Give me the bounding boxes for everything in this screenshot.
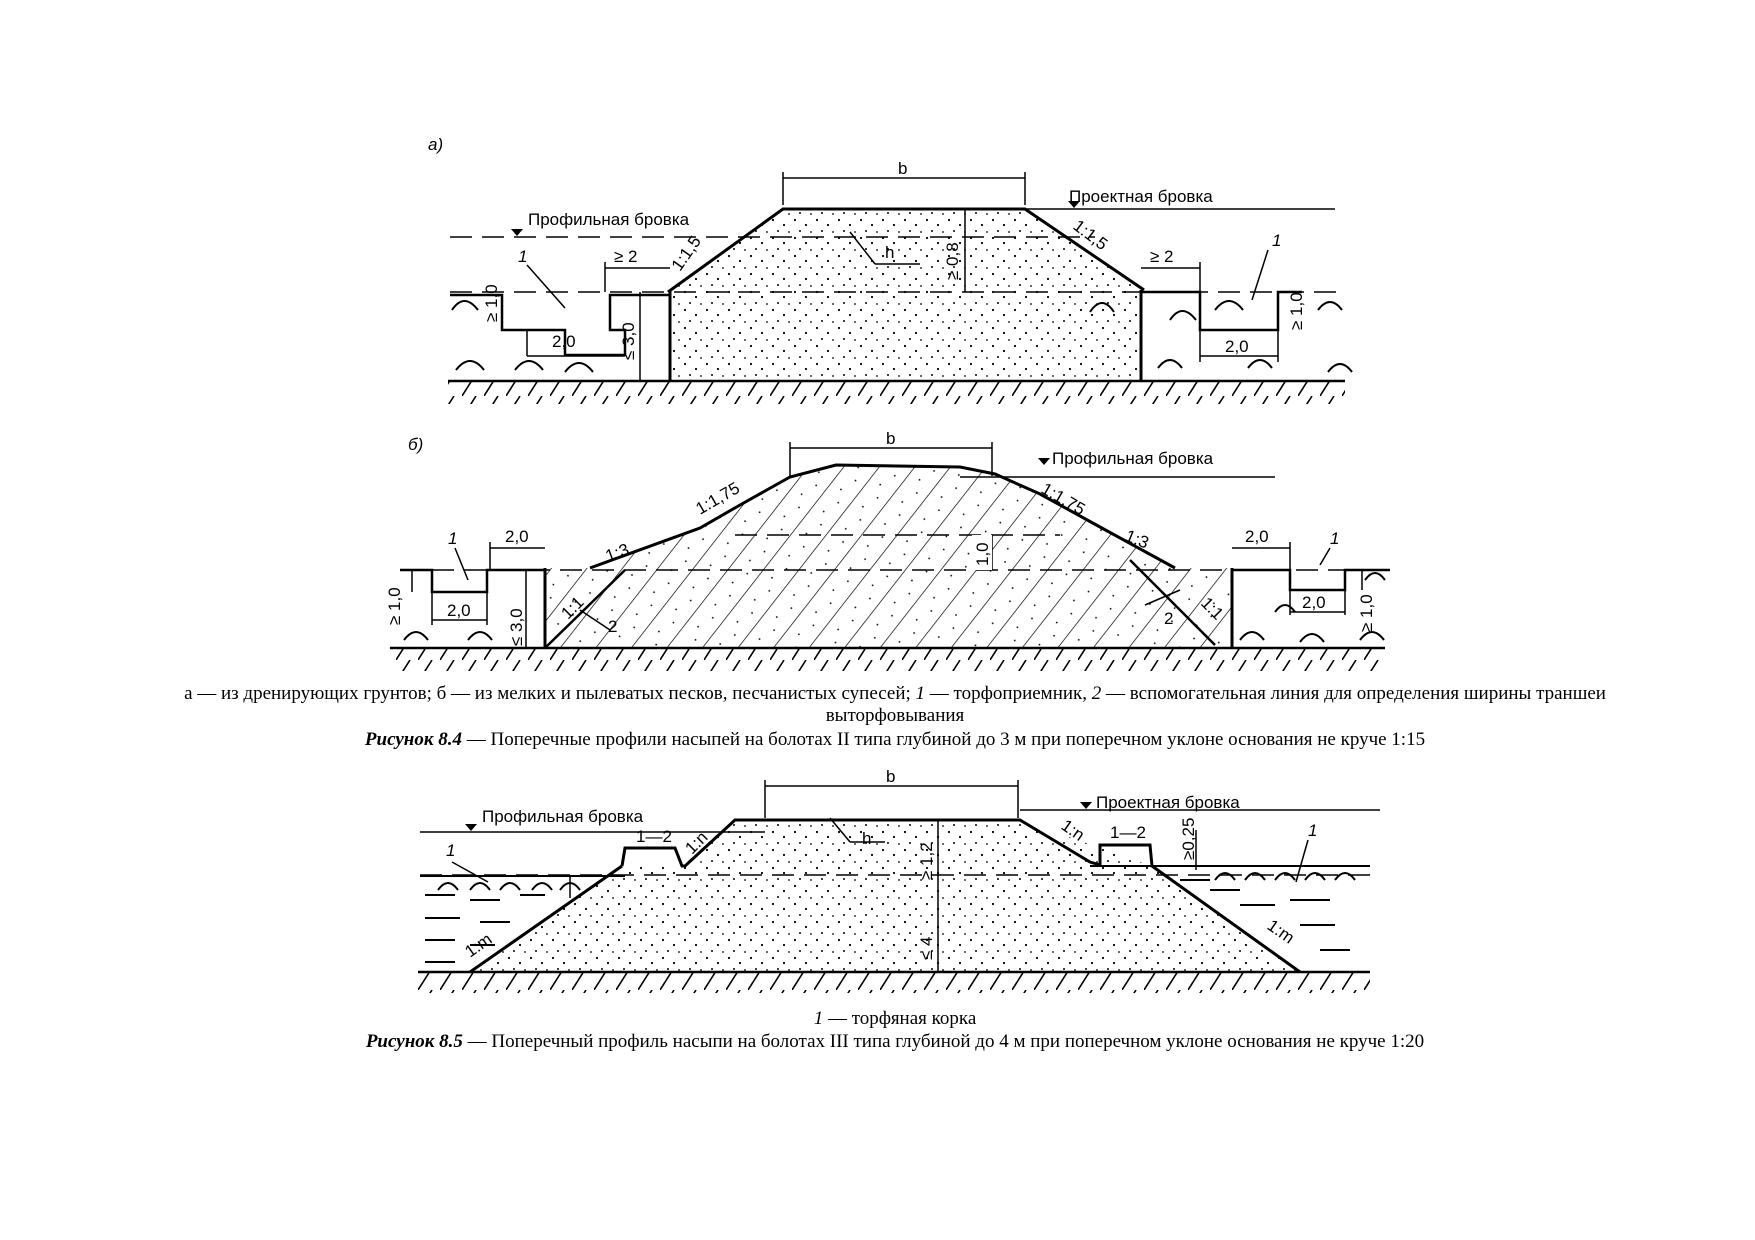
h10-label-b: 1,0 — [973, 542, 992, 566]
slope-m-right: 1:m — [1264, 916, 1298, 948]
h-label-85: h — [862, 829, 871, 848]
figure-84-text: — Поперечные профили насыпей на болотах … — [461, 729, 1426, 750]
one-right-b: 1 — [1330, 529, 1339, 548]
figure-85-label: Рисунок 8.5 — [365, 1031, 463, 1052]
embankment-fill-a — [670, 209, 1141, 381]
one-left-a: 1 — [518, 247, 527, 266]
le30-label-b: ≤ 3,0 — [507, 608, 526, 646]
one-right-85: 1 — [1308, 821, 1317, 840]
figure-84-legend: а — из дренирующих грунтов; б — из мелки… — [150, 683, 1640, 727]
ge10-left-b: ≥ 1,0 — [385, 587, 404, 625]
w20-bot-right-b: 2,0 — [1302, 593, 1326, 612]
legend-text-1: — торфоприемник, — [925, 683, 1092, 704]
legend-num-2: 2 — [1091, 683, 1102, 704]
legend-num-1: 1 — [915, 683, 926, 704]
two-left-b: 2 — [608, 617, 617, 636]
figure-84-label: Рисунок 8.4 — [364, 729, 462, 750]
legend-prefix: а — из дренирующих грунтов; б — из мелки… — [184, 683, 916, 704]
panel-b: б) Профильная бровка b 1,0 1:1,75 1:1,75… — [385, 429, 1390, 671]
profile-edge-label-b: Профильная бровка — [1052, 449, 1214, 468]
legend-85-text: — торфяная корка — [823, 1008, 977, 1029]
w20-bot-left-b: 2,0 — [447, 601, 471, 620]
h-label-a: h — [885, 243, 894, 262]
le4-label: ≤ 4 — [917, 936, 936, 960]
figure-84-title: Рисунок 8.4 — Поперечные профили насыпей… — [150, 729, 1640, 751]
w20-left-a: 2,0 — [552, 332, 576, 351]
figure-85-title: Рисунок 8.5 — Поперечный профиль насыпи … — [150, 1031, 1640, 1053]
figure-85-legend: 1 — торфяная корка — [150, 1008, 1640, 1030]
w20-top-left-b: 2,0 — [505, 527, 529, 546]
legend-85-num: 1 — [813, 1008, 824, 1029]
one-left-85: 1 — [446, 841, 455, 860]
ge2-right-a: ≥ 2 — [1150, 247, 1174, 266]
le30-label-a: ≤ 3,0 — [619, 322, 638, 360]
ge2-left-a: ≥ 2 — [614, 247, 638, 266]
ge08-label: ≥ 0,8 — [943, 242, 962, 280]
one-left-b: 1 — [448, 529, 457, 548]
panel-b-marker: б) — [408, 435, 423, 454]
embankment-outline-85 — [620, 818, 1301, 974]
one-right-a: 1 — [1272, 231, 1281, 250]
embankment-outline-b — [589, 463, 1176, 570]
panel-a-marker: а) — [428, 135, 443, 154]
embankment-fill-85 — [470, 820, 1300, 972]
ge10-left-a: ≥ 1,0 — [482, 284, 501, 322]
w20-top-right-b: 2,0 — [1245, 527, 1269, 546]
project-edge-label-85: Проектная бровка — [1096, 793, 1240, 812]
figure-85-text: — Поперечный профиль насыпи на болотах I… — [462, 1031, 1425, 1052]
figure-85-drawing: b Проектная бровка Профильная бровка h ≥… — [418, 767, 1380, 993]
embankment-outline-a — [667, 207, 1145, 294]
legend-text-2: — вспомогательная линия для определения … — [825, 683, 1606, 726]
embankment-fill-b — [545, 465, 1232, 648]
two-right-b: 2 — [1164, 609, 1173, 628]
profile-edge-label-85: Профильная бровка — [482, 807, 644, 826]
ge025-label: ≥0,25 — [1179, 818, 1198, 860]
profile-edge-label-a: Профильная бровка — [528, 210, 690, 229]
project-edge-label-a: Проектная бровка — [1069, 187, 1213, 206]
b-label-85: b — [886, 767, 895, 786]
berm-left: 1—2 — [636, 827, 672, 846]
ge12-label: ≥ 1,2 — [917, 842, 936, 880]
ge10-right-a: ≥ 1,0 — [1287, 292, 1306, 330]
berm-right: 1—2 — [1110, 823, 1146, 842]
ge10-right-b: ≥ 1,0 — [1357, 594, 1376, 632]
panel-a: а) Проектная бровка Профильная бровка b … — [428, 135, 1353, 404]
b-label-b: b — [886, 429, 895, 448]
b-label-a: b — [898, 159, 907, 178]
w20-right-a: 2,0 — [1225, 337, 1249, 356]
